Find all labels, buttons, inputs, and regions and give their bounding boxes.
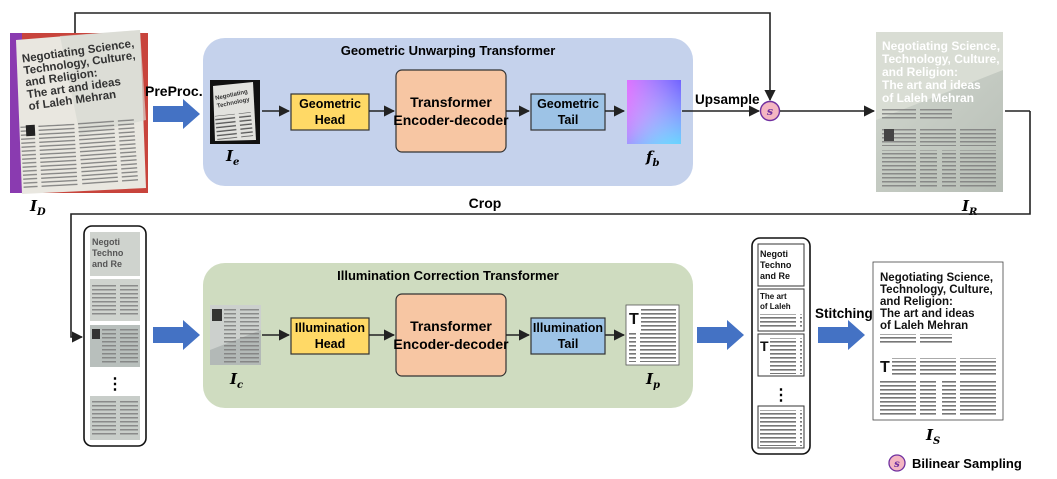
svg-text:Encoder-decoder: Encoder-decoder [393, 336, 509, 352]
corrected-patch: T [625, 304, 680, 366]
legend-bilinear-sampling: s Bilinear Sampling [888, 454, 1022, 472]
svg-text:Negotiating Science,: Negotiating Science, [882, 39, 1000, 53]
svg-text:Transformer: Transformer [410, 94, 492, 110]
svg-text:s: s [767, 105, 773, 118]
svg-text:and Religion:: and Religion: [880, 296, 953, 308]
geometric-encoder-decoder-box [395, 69, 507, 153]
svg-text:The art and ideas: The art and ideas [880, 308, 975, 320]
illumination-input-patch [210, 305, 261, 365]
sampling-legend-icon [888, 454, 906, 472]
svg-text:Encoder-decoder: Encoder-decoder [393, 112, 509, 128]
svg-text:and Re: and Re [760, 271, 790, 281]
corrected-crop-patch [757, 405, 805, 449]
svg-text:of Laleh: of Laleh [760, 302, 791, 311]
svg-text:Technology, Culture,: Technology, Culture, [882, 52, 1000, 66]
crop-patch [90, 325, 140, 367]
illumination-head-box [290, 317, 370, 355]
stitching-label: Stitching [815, 306, 873, 321]
crop-connector-arrow [70, 111, 1031, 343]
upsample-label: Upsample [695, 92, 760, 107]
illumination-panel-title: Illumination Correction Transformer [337, 268, 559, 283]
svg-text:and Religion:: and Religion: [882, 65, 958, 79]
dropcap-icon [884, 129, 894, 141]
svg-text:Technology, Culture,: Technology, Culture, [880, 284, 993, 296]
svg-text:of Laleh Mehran: of Laleh Mehran [882, 91, 974, 105]
svg-text:Illumination: Illumination [295, 321, 365, 335]
svg-text:Illumination: Illumination [533, 321, 603, 335]
geometric-tail-box [530, 93, 606, 131]
skip-connection-arrow [74, 12, 776, 102]
svg-text:Head: Head [315, 337, 346, 351]
input-distorted-photo: Negotiating Science, Technology, Culture… [10, 30, 148, 194]
preproc-arrow [153, 99, 200, 129]
geometric-panel-title: Geometric Unwarping Transformer [341, 43, 556, 58]
svg-text:Geometric: Geometric [537, 97, 599, 111]
dropcap-icon [25, 124, 36, 137]
ir-label: IR [961, 197, 977, 218]
svg-text:⋮: ⋮ [107, 376, 123, 393]
svg-text:Negoti: Negoti [760, 249, 788, 259]
geometric-head-box [290, 93, 370, 131]
preprocessed-input-image: Negotiating Technology [210, 80, 260, 144]
final-document: Negotiating Science, Technology, Culture… [872, 261, 1004, 421]
svg-text:Geometric: Geometric [299, 97, 361, 111]
legend-label: Bilinear Sampling [912, 456, 1022, 471]
crop-input-arrow [153, 320, 200, 350]
is-label: IS [925, 426, 940, 447]
ip-label: Ip [645, 370, 660, 391]
svg-text:s: s [894, 459, 900, 470]
corrected-crop-patch: The art of Laleh [757, 288, 805, 332]
ic-label: Ic [229, 370, 243, 391]
svg-text:Head: Head [315, 113, 346, 127]
crop-patch [90, 396, 140, 440]
crop-patch [90, 279, 140, 321]
svg-text:Tail: Tail [558, 337, 579, 351]
corrected-crop-patch: Negoti Techno and Re [757, 243, 805, 287]
ie-label: Ie [225, 147, 239, 168]
svg-text:Negotiating Science,: Negotiating Science, [880, 272, 993, 284]
crop-patch: Negoti Techno and Re [90, 232, 140, 276]
svg-text:T: T [880, 359, 890, 376]
flow-field-image [627, 80, 681, 144]
fb-label: fb [645, 148, 659, 169]
corrected-crop-patch: T [757, 333, 805, 377]
svg-text:of Laleh Mehran: of Laleh Mehran [880, 320, 968, 332]
svg-text:The art and ideas: The art and ideas [882, 78, 981, 92]
rectified-image: Negotiating Science, Technology, Culture… [876, 32, 1003, 192]
svg-text:T: T [760, 338, 769, 354]
svg-text:Techno: Techno [92, 248, 124, 258]
svg-text:Techno: Techno [760, 260, 792, 270]
svg-text:The art: The art [760, 292, 787, 301]
input-label: ID [29, 197, 46, 218]
bilinear-sampling-icon: s [759, 100, 781, 122]
svg-text:⋮: ⋮ [773, 387, 789, 404]
illumination-tail-box [530, 317, 606, 355]
crop-label: Crop [469, 195, 502, 211]
illumination-encoder-decoder-box [395, 293, 507, 377]
svg-text:Negoti: Negoti [92, 237, 120, 247]
preproc-label: PreProc. [145, 83, 203, 99]
svg-text:T: T [629, 311, 639, 328]
svg-text:Tail: Tail [558, 113, 579, 127]
svg-text:and Re: and Re [92, 259, 122, 269]
svg-text:Transformer: Transformer [410, 318, 492, 334]
corrected-output-arrow [697, 320, 744, 350]
stitching-arrow [818, 320, 865, 350]
